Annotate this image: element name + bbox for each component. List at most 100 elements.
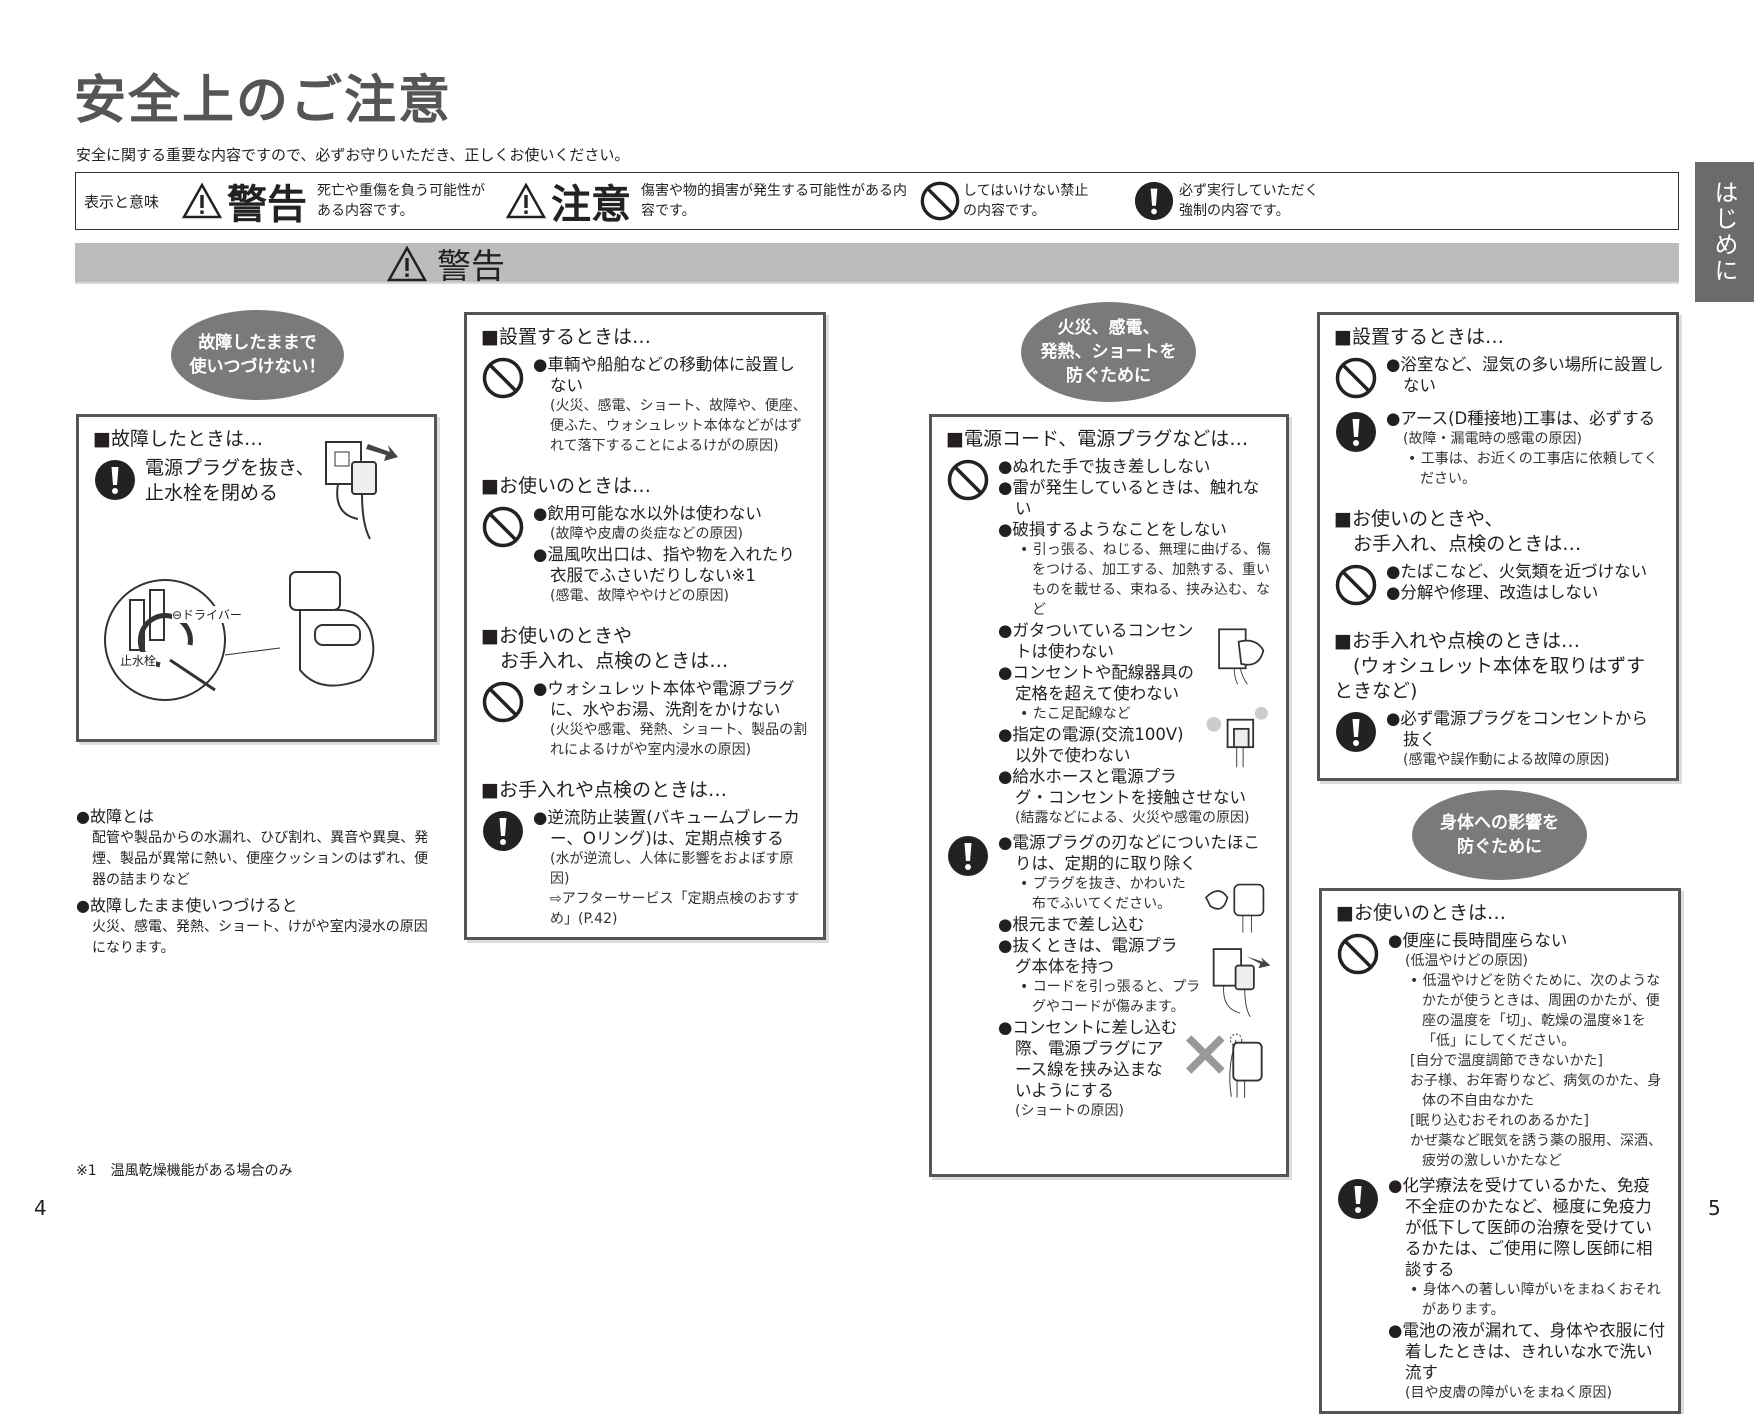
instruction-note: (火災や感電、発熱、ショート、製品の割れによるけがや室内浸水の原因) xyxy=(550,722,808,758)
prohibition-icon xyxy=(1334,563,1378,611)
instruction-item: ●車輌や船舶などの移動体に設置しない xyxy=(533,355,795,395)
mandatory-icon xyxy=(946,834,990,1121)
instruction-note: [眠り込むおそれのあるかた] xyxy=(1410,1113,1589,1129)
prohibition-icon xyxy=(1334,356,1378,404)
section-heading: ■お使いのときや、 お手入れ、点検のときは… xyxy=(1334,508,1582,555)
note-heading: ●故障したまま使いつづけると xyxy=(76,896,298,915)
instruction-note: • コードを引っ張ると、プラグやコードが傷みます。 xyxy=(1020,979,1201,1015)
section-heading: ■設置するときは… xyxy=(481,326,651,348)
section-heading: ■お手入れや点検のときは… xyxy=(481,779,727,801)
prohibition-icon xyxy=(481,680,525,760)
instruction-item: 電源プラグを抜き、止水栓を閉める xyxy=(145,457,315,504)
instruction-note: • 身体への著しい障がいをまねくおそれがあります。 xyxy=(1410,1282,1661,1318)
instruction-item: ●浴室など、湿気の多い場所に設置しない xyxy=(1386,355,1664,395)
box-section: ■お使いのときは… ●飲用可能な水以外は使わない(故障や皮膚の炎症などの原因)●温… xyxy=(481,474,811,606)
instruction-note: • 低温やけどを防ぐために、次のようなかたが使うときは、周囲のかたが、便座の温度… xyxy=(1410,973,1661,1049)
prohibition-icon xyxy=(1336,932,1380,1171)
legend-caution: 注意 傷害や物的損害が発生する可能性がある内容です。 xyxy=(505,172,911,230)
instruction-items: ●浴室など、湿気の多い場所に設置しない xyxy=(1386,354,1664,404)
instruction-items: ●逆流防止装置(バキュームブレーカー、Oリング)は、定期点検する(水が逆流し、人… xyxy=(533,807,811,929)
instruction-item: ●便座に長時間座らない xyxy=(1388,931,1568,950)
instruction-group: ●逆流防止装置(バキュームブレーカー、Oリング)は、定期点検する(水が逆流し、人… xyxy=(481,807,811,929)
warning-box-power-cord: ■電源コード、電源プラグなどは…●ぬれた手で抜き差ししない●雷が発生しているとき… xyxy=(929,414,1289,1177)
instruction-group: ●化学療法を受けているかた、免疫不全症のかたなど、極度に免疫力が低下して医師の治… xyxy=(1336,1175,1666,1403)
instruction-item: ●ぬれた手で抜き差ししない xyxy=(998,457,1211,476)
page-number-right: 5 xyxy=(1708,1196,1721,1220)
instruction-note: (結露などによる、火災や感電の原因) xyxy=(1015,810,1250,826)
legend-prohibit: してはいけない禁止の内容です。 xyxy=(919,180,1093,222)
malfunction-notes: ●故障とは 配管や製品からの水漏れ、ひび割れ、異音や異臭、発煙、製品が異常に熱い… xyxy=(76,806,436,963)
instruction-note: (ショートの原因) xyxy=(1015,1103,1124,1119)
banner-title: 警告 xyxy=(437,247,505,287)
warning-box-install: ■設置するときは… ●浴室など、湿気の多い場所に設置しない ●アース(D種接地)工事… xyxy=(1317,312,1679,781)
instruction-item: ●コンセントに差し込む際、電源プラグにアース線を挟み込まないようにする xyxy=(998,1018,1178,1100)
middle-column: 火災、感電、 発熱、ショートを 防ぐために ■電源コード、電源プラグなどは…●ぬ… xyxy=(929,302,1291,1177)
right-column: ■設置するときは… ●浴室など、湿気の多い場所に設置しない ●アース(D種接地)工事… xyxy=(1317,312,1683,1414)
dust-cleaning-illustration xyxy=(1198,876,1274,940)
instruction-items: ●電源プラグの刃などについたほこりは、定期的に取り除く• プラグを抜き、かわいた… xyxy=(998,832,1274,1121)
warning-banner: 警告 xyxy=(75,243,1679,287)
instruction-note: • プラグを抜き、かわいた布でふいてください。 xyxy=(1020,876,1186,912)
instruction-note: (水が逆流し、人体に影響をおよぼす原因) xyxy=(550,851,794,887)
section-heading: ■お使いのときは… xyxy=(1336,902,1506,924)
water-valve-illustration xyxy=(104,571,375,701)
instruction-note: お子様、お年寄りなど、病気のかた、身体の不自由なかた xyxy=(1410,1073,1662,1109)
warning-box-body: ■お使いのときは…●便座に長時間座らない(低温やけどの原因)• 低温やけどを防ぐ… xyxy=(1319,888,1681,1414)
box-section: ■お手入れや点検のときは… ●逆流防止装置(バキュームブレーカー、Oリング)は、定… xyxy=(481,778,811,929)
box-section: ■電源コード、電源プラグなどは…●ぬれた手で抜き差ししない●雷が発生しているとき… xyxy=(946,427,1274,1121)
oval-label: 故障したままで 使いつづけない！ xyxy=(171,310,344,400)
legend-mandatory-desc: 必ず実行していただく強制の内容です。 xyxy=(1179,183,1319,219)
legend-warning-desc: 死亡や重傷を負う可能性がある内容です。 xyxy=(317,183,486,219)
instruction-items: 電源プラグを抜き、止水栓を閉める xyxy=(145,456,422,506)
instruction-item: ●コンセントや配線器具の定格を超えて使わない xyxy=(998,663,1194,703)
instruction-note: • たこ足配線など xyxy=(1020,706,1131,722)
instruction-item: ●ウォシュレット本体や電源プラグに、水やお湯、洗剤をかけない xyxy=(533,679,795,719)
instruction-note: • 引っ張る、ねじる、無理に曲げる、傷をつける、加工する、加熱する、重いものを載… xyxy=(1020,542,1271,618)
unplug-illustration xyxy=(1210,944,1274,1024)
instruction-item: ●必ず電源プラグをコンセントから抜く xyxy=(1386,709,1648,749)
instruction-items: ●必ず電源プラグをコンセントから抜く(感電や誤作動による故障の原因) xyxy=(1386,708,1664,770)
instruction-items: ●ウォシュレット本体や電源プラグに、水やお湯、洗剤をかけない(火災や感電、発熱、… xyxy=(533,678,811,760)
section-heading: ■設置するときは… xyxy=(1334,326,1504,348)
instruction-group: ●たばこなど、火気類を近づけない●分解や修理、改造はしない xyxy=(1334,561,1664,611)
legend-mandatory: 必ず実行していただく強制の内容です。 xyxy=(1133,180,1329,222)
instruction-item: ●給水ホースと電源プラグ・コンセントを接触させない xyxy=(998,767,1246,807)
instruction-note: ⇨アフターサービス「定期点検のおすすめ」(P.42) xyxy=(550,891,800,927)
instruction-note: [自分で温度調節できないかた] xyxy=(1410,1053,1603,1069)
instruction-item: ●抜くときは、電源プラグ本体を持つ xyxy=(998,936,1178,976)
instruction-item: ●雷が発生しているときは、触れない xyxy=(998,478,1260,518)
legend-warning: 警告 死亡や重傷を負う可能性がある内容です。 xyxy=(181,172,497,230)
instruction-group: ●電源プラグの刃などについたほこりは、定期的に取り除く• プラグを抜き、かわいた… xyxy=(946,832,1274,1121)
box-section: ■お手入れや点検のときは… (ウォシュレット本体を取りはずすときなど)●必ず電源… xyxy=(1334,629,1664,770)
instruction-group: ●飲用可能な水以外は使わない(故障や皮膚の炎症などの原因)●温風吹出口は、指や物… xyxy=(481,503,811,606)
instruction-item: ●アース(D種接地)工事は、必ずする xyxy=(1386,409,1656,428)
section-heading: ■故障したときは… xyxy=(93,428,263,450)
section-heading: ■お使いのときは… xyxy=(481,475,651,497)
mandatory-icon xyxy=(1334,410,1378,489)
instruction-group: ●浴室など、湿気の多い場所に設置しない xyxy=(1334,354,1664,404)
mandatory-icon xyxy=(93,458,137,506)
instruction-note: (火災、感電、ショート、故障や、便座、便ふた、ウォシュレット本体などがはずれて落… xyxy=(550,398,807,454)
note-body: 火災、感電、発熱、ショート、けがや室内浸水の原因になります。 xyxy=(92,919,428,956)
instruction-item: ●指定の電源(交流100V)以外で使わない xyxy=(998,725,1184,765)
legend-label: 表示と意味 xyxy=(84,192,160,211)
lead-text: 安全に関する重要な内容ですので、必ずお守りいただき、正しくお使いください。 xyxy=(76,146,630,164)
instruction-items: ●化学療法を受けているかた、免疫不全症のかたなど、極度に免疫力が低下して医師の治… xyxy=(1388,1175,1666,1403)
oval-label: 身体への影響を 防ぐために xyxy=(1412,790,1587,880)
instruction-item: ●逆流防止装置(バキュームブレーカー、Oリング)は、定期点検する xyxy=(533,808,800,848)
instruction-note: (故障・漏電時の感電の原因) xyxy=(1403,431,1582,447)
side-tab-introduction[interactable]: はじめに xyxy=(1695,162,1754,302)
prohibition-icon xyxy=(920,181,960,221)
instruction-note: (目や皮膚の障がいをまねく原因) xyxy=(1405,1385,1612,1401)
mandatory-icon xyxy=(1336,1177,1380,1403)
instruction-group: 電源プラグを抜き、止水栓を閉める xyxy=(93,456,422,506)
warning-triangle-icon xyxy=(386,244,428,281)
legend-warning-word: 警告 xyxy=(227,182,308,228)
box-section: ■故障したときは… 電源プラグを抜き、止水栓を閉める xyxy=(93,427,422,506)
instruction-items: ●飲用可能な水以外は使わない(故障や皮膚の炎症などの原因)●温風吹出口は、指や物… xyxy=(533,503,811,606)
plug-removal-illustration xyxy=(325,441,398,540)
instruction-note: • 工事は、お近くの工事店に依頼してください。 xyxy=(1408,451,1658,487)
note-heading: ●故障とは xyxy=(76,807,154,826)
mandatory-icon xyxy=(1134,181,1174,221)
instruction-group: ●アース(D種接地)工事は、必ずする (故障・漏電時の感電の原因) • 工事は、お近… xyxy=(1334,408,1664,489)
